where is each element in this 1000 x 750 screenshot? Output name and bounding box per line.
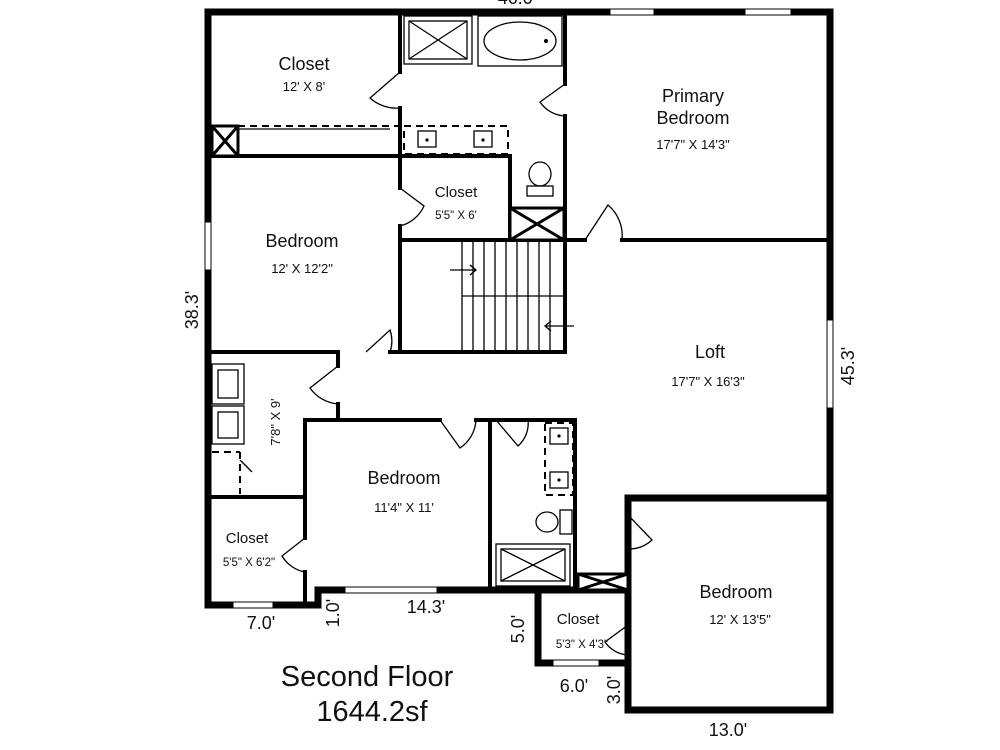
- measure-bottom-right: 13.0': [709, 720, 747, 740]
- closet-bottom-left-name: Closet: [226, 530, 269, 547]
- fixtures: [210, 15, 630, 592]
- closet-mid-name: Closet: [435, 184, 478, 201]
- bedroom-left-dims: 12' X 12'2": [271, 261, 333, 276]
- title-line-2: 1644.2sf: [316, 696, 428, 728]
- closet-top-dims: 12' X 8': [283, 79, 326, 94]
- primary-bedroom-dims: 17'7" X 14'3": [656, 137, 730, 152]
- measure-left-height: 38.3': [182, 291, 202, 329]
- stairs: [450, 242, 574, 350]
- measure-offset-5: 5.0': [508, 615, 528, 643]
- measure-bottom-left: 7.0': [247, 613, 275, 633]
- measure-bottom-6: 6.0': [560, 676, 588, 696]
- measure-top: 46.0': [498, 0, 536, 8]
- plan-title: Second Floor 1644.2sf: [281, 661, 454, 728]
- closet-top-name: Closet: [278, 54, 329, 74]
- interior-walls: [206, 10, 832, 607]
- bedroom-right-dims: 12' X 13'5": [709, 612, 771, 627]
- measure-offset-1: 1.0': [323, 599, 343, 627]
- closet-bottom-right-dims: 5'3" X 4'3": [556, 639, 608, 651]
- laundry-dims: 7'8" X 9': [268, 398, 283, 445]
- measure-bottom-center: 14.3': [407, 597, 445, 617]
- bedroom-center-dims: 11'4" X 11': [374, 500, 434, 515]
- closet-bottom-left-dims: 5'5" X 6'2": [223, 557, 275, 569]
- windows: [204, 8, 834, 667]
- measure-right-height: 45.3': [838, 347, 858, 385]
- room-labels: Closet 12' X 8' Primary Bedroom 17'7" X …: [223, 54, 773, 651]
- bedroom-left-name: Bedroom: [265, 231, 338, 251]
- primary-bedroom-name-2: Bedroom: [656, 108, 729, 128]
- closet-mid-dims: 5'5" X 6': [435, 210, 477, 222]
- closet-bottom-right-name: Closet: [557, 611, 600, 628]
- doors: [281, 71, 653, 656]
- loft-name: Loft: [695, 342, 725, 362]
- measurements: 46.0' 38.3' 45.3' 7.0' 1.0' 14.3' 5.0' 6…: [182, 0, 858, 740]
- bedroom-center-name: Bedroom: [367, 468, 440, 488]
- measure-offset-3: 3.0': [604, 676, 624, 704]
- title-line-1: Second Floor: [281, 661, 454, 693]
- primary-bedroom-name-1: Primary: [662, 86, 724, 106]
- loft-dims: 17'7" X 16'3": [671, 374, 745, 389]
- bedroom-right-name: Bedroom: [699, 582, 772, 602]
- exterior-walls: [204, 8, 834, 714]
